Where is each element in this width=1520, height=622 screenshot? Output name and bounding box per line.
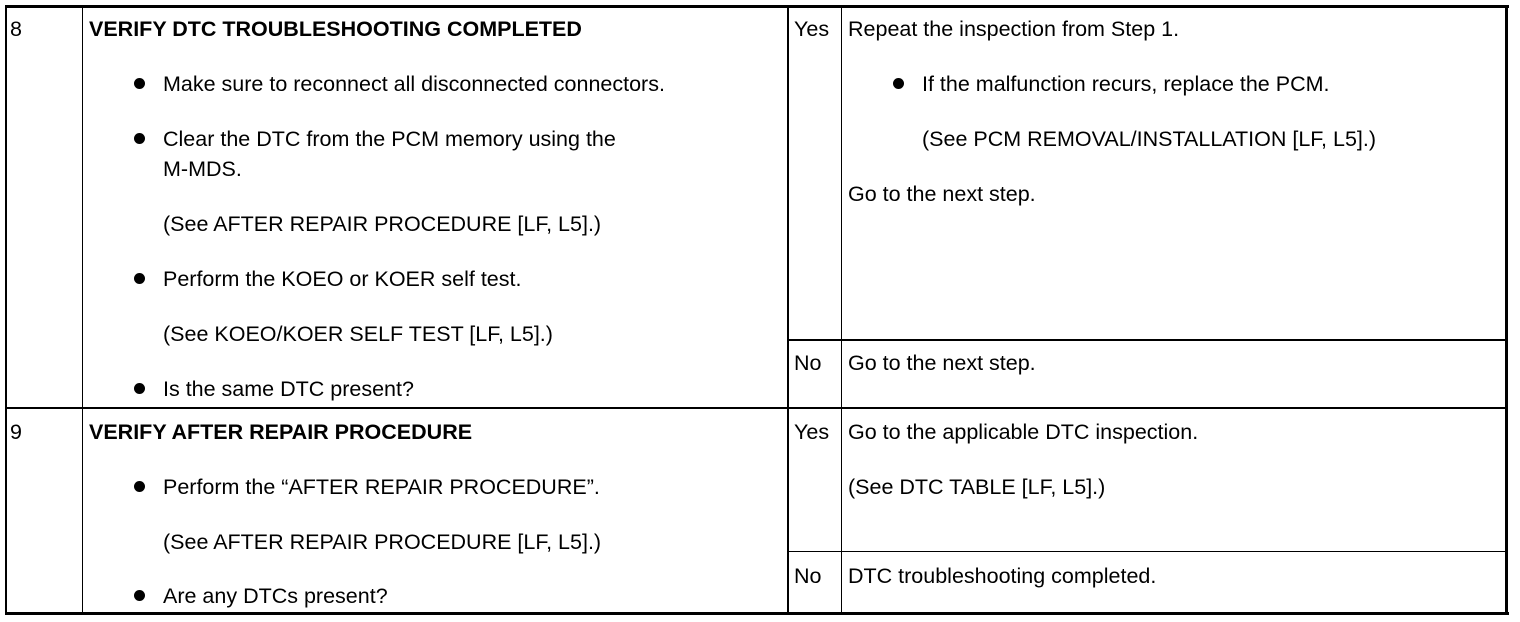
step-number: 8 (10, 17, 22, 41)
step-title: VERIFY DTC TROUBLESHOOTING COMPLETED (89, 17, 582, 41)
yes-reference: (See PCM REMOVAL/INSTALLATION [LF, L5].) (922, 127, 1377, 151)
no-label: No (794, 351, 822, 375)
row-divider-step9-yes-no (787, 551, 1507, 552)
bullet-icon (134, 78, 145, 89)
table-border-left (5, 5, 7, 615)
step-item: Clear the DTC from the PCM memory using … (163, 127, 616, 151)
step-item: Perform the KOEO or KOER self test. (163, 267, 522, 291)
step-item: Perform the “AFTER REPAIR PROCEDURE”. (163, 475, 600, 499)
yes-result: Repeat the inspection from Step 1. (848, 17, 1180, 41)
table-border-bottom (5, 612, 1509, 615)
step-reference: (See AFTER REPAIR PROCEDURE [LF, L5].) (163, 530, 602, 554)
step-item: Make sure to reconnect all disconnected … (163, 72, 665, 96)
no-result: Go to the next step. (848, 351, 1036, 375)
yes-result: If the malfunction recurs, replace the P… (922, 72, 1330, 96)
bullet-icon (134, 133, 145, 144)
bullet-icon (134, 383, 145, 394)
yes-label: Yes (794, 17, 830, 41)
bullet-icon (134, 590, 145, 601)
yes-label: Yes (794, 420, 830, 444)
no-result: DTC troubleshooting completed. (848, 564, 1157, 588)
column-divider-step (82, 5, 83, 615)
bullet-icon (134, 481, 145, 492)
yes-result: Go to the next step. (848, 182, 1036, 206)
step-number: 9 (10, 420, 22, 444)
bullet-icon (134, 273, 145, 284)
step-title: VERIFY AFTER REPAIR PROCEDURE (89, 420, 473, 444)
table-border-top (5, 5, 1509, 8)
step-question: Are any DTCs present? (163, 584, 388, 608)
row-divider-step8-yes-no (787, 339, 1507, 341)
step-question: Is the same DTC present? (163, 377, 414, 401)
step-reference: (See KOEO/KOER SELF TEST [LF, L5].) (163, 322, 553, 346)
table-border-right (1505, 5, 1508, 615)
yes-result: Go to the applicable DTC inspection. (848, 420, 1199, 444)
step-item-continuation: M-MDS. (163, 157, 242, 181)
column-divider-result (841, 5, 842, 615)
column-divider-action (787, 5, 789, 615)
bullet-icon (893, 78, 904, 89)
row-divider-step8-step9 (5, 407, 1507, 409)
step-reference: (See AFTER REPAIR PROCEDURE [LF, L5].) (163, 212, 602, 236)
yes-reference: (See DTC TABLE [LF, L5].) (848, 475, 1106, 499)
no-label: No (794, 564, 822, 588)
